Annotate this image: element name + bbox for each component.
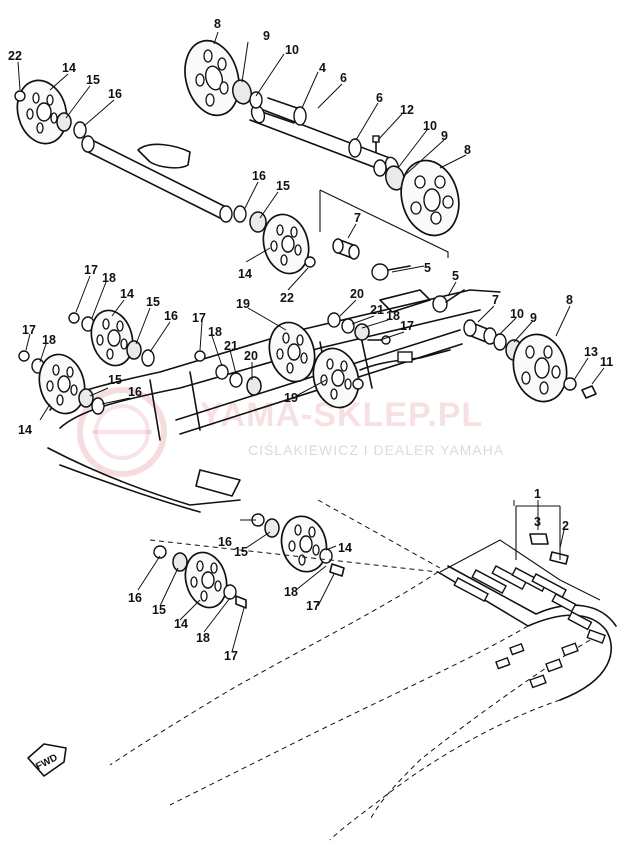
- callout-label: 15: [276, 179, 290, 193]
- callout-label: 17: [192, 311, 206, 325]
- idler-wheel-19-center: [268, 321, 316, 383]
- watermark-subtitle: CIŚLAKIEWICZ I DEALER YAMAHA: [248, 441, 504, 458]
- callout-label: 3: [534, 515, 541, 529]
- callout-label: 17: [22, 323, 36, 337]
- callout-label: 10: [423, 119, 437, 133]
- callout-label: 4: [319, 61, 326, 75]
- callout-label: 14: [120, 287, 134, 301]
- callout-label: 19: [236, 297, 250, 311]
- callout-label: 11: [600, 355, 613, 369]
- callout-label: 14: [62, 61, 76, 75]
- callout-label: 16: [128, 591, 142, 605]
- callout-label: 14: [238, 267, 252, 281]
- track-cleats: [453, 565, 606, 689]
- idler-wheel-19-lower: [312, 347, 360, 409]
- fwd-label: FWD: [34, 752, 59, 772]
- upper-idler-shaft: [14, 79, 316, 275]
- callout-label: 22: [280, 291, 294, 305]
- idler-wheel-8-top-right: [400, 159, 460, 237]
- callout-label: 14: [338, 541, 352, 555]
- callout-label: 12: [400, 103, 414, 117]
- callout-label: 1: [534, 487, 541, 501]
- fwd-arrow-marker: FWD: [27, 743, 67, 777]
- callout-label: 16: [252, 169, 266, 183]
- callout-label: 18: [42, 333, 56, 347]
- drive-track: [109, 499, 617, 841]
- lower-wheel-group: [153, 513, 345, 609]
- callout-label: 10: [285, 43, 299, 57]
- callout-label: 18: [102, 271, 116, 285]
- callout-label: 10: [510, 307, 524, 321]
- rear-wheel-group-right: [432, 289, 597, 403]
- callout-label: 7: [354, 211, 361, 225]
- callout-label: 21: [370, 303, 384, 317]
- callout-label: 6: [340, 71, 347, 85]
- idler-wheel-14-upper-right: [262, 213, 310, 275]
- callout-label: 5: [424, 261, 431, 275]
- callout-label: 8: [464, 143, 471, 157]
- callout-label: 17: [400, 319, 414, 333]
- callout-label: 17: [306, 599, 320, 613]
- callout-label: 14: [18, 423, 32, 437]
- callout-label: 21: [224, 339, 238, 353]
- callout-label: 17: [84, 263, 98, 277]
- callout-label: 18: [208, 325, 222, 339]
- callout-label: 9: [530, 311, 537, 325]
- leader-lines: [17, 31, 605, 653]
- callout-label: 18: [284, 585, 298, 599]
- callout-numbers: 8 9 10 4 6 6 12 10 9 8 22 14 15 16 16 15…: [8, 17, 613, 663]
- callout-label: 18: [386, 309, 400, 323]
- callout-label: 14: [174, 617, 188, 631]
- callout-label: 8: [214, 17, 221, 31]
- idler-wheel-14-mid-left: [38, 353, 86, 415]
- spacer-collar-7: [332, 238, 360, 260]
- callout-label: 17: [224, 649, 238, 663]
- idler-wheel-14-upper-left: [16, 79, 68, 145]
- idler-wheel-14-mid-upper: [90, 309, 134, 367]
- callout-label: 5: [452, 269, 459, 283]
- idler-wheel-8-rear-right: [512, 333, 568, 403]
- idler-wheel-14-lower-right: [280, 515, 328, 573]
- callout-label: 8: [566, 293, 573, 307]
- callout-label: 15: [152, 603, 166, 617]
- watermark-logo-icon: [77, 387, 167, 477]
- callout-label: 16: [108, 87, 122, 101]
- bolt-5-upper: [371, 263, 411, 281]
- callout-label: 2: [562, 519, 569, 533]
- middle-wheel-group-left: [18, 309, 155, 415]
- callout-label: 16: [218, 535, 232, 549]
- callout-label: 16: [164, 309, 178, 323]
- callout-label: 20: [244, 349, 258, 363]
- callout-label: 7: [492, 293, 499, 307]
- callout-label: 9: [441, 129, 448, 143]
- track-clip-parts: [515, 505, 569, 565]
- callout-label: 15: [234, 545, 248, 559]
- idler-wheel-8-top-left: [184, 39, 240, 117]
- callout-label: 15: [108, 373, 122, 387]
- callout-label: 19: [284, 391, 298, 405]
- callout-label: 13: [584, 345, 598, 359]
- reference-bracket: [319, 189, 449, 258]
- callout-label: 9: [263, 29, 270, 43]
- callout-label: 18: [196, 631, 210, 645]
- callout-label: 22: [8, 49, 22, 63]
- callout-label: 20: [350, 287, 364, 301]
- arrow-icon: [27, 743, 67, 777]
- callout-label: 15: [86, 73, 100, 87]
- callout-label: 16: [128, 385, 142, 399]
- callout-label: 15: [146, 295, 160, 309]
- callout-label: 6: [376, 91, 383, 105]
- rear-axle-assembly: [184, 39, 460, 237]
- idler-wheel-14-lower-left: [184, 551, 228, 609]
